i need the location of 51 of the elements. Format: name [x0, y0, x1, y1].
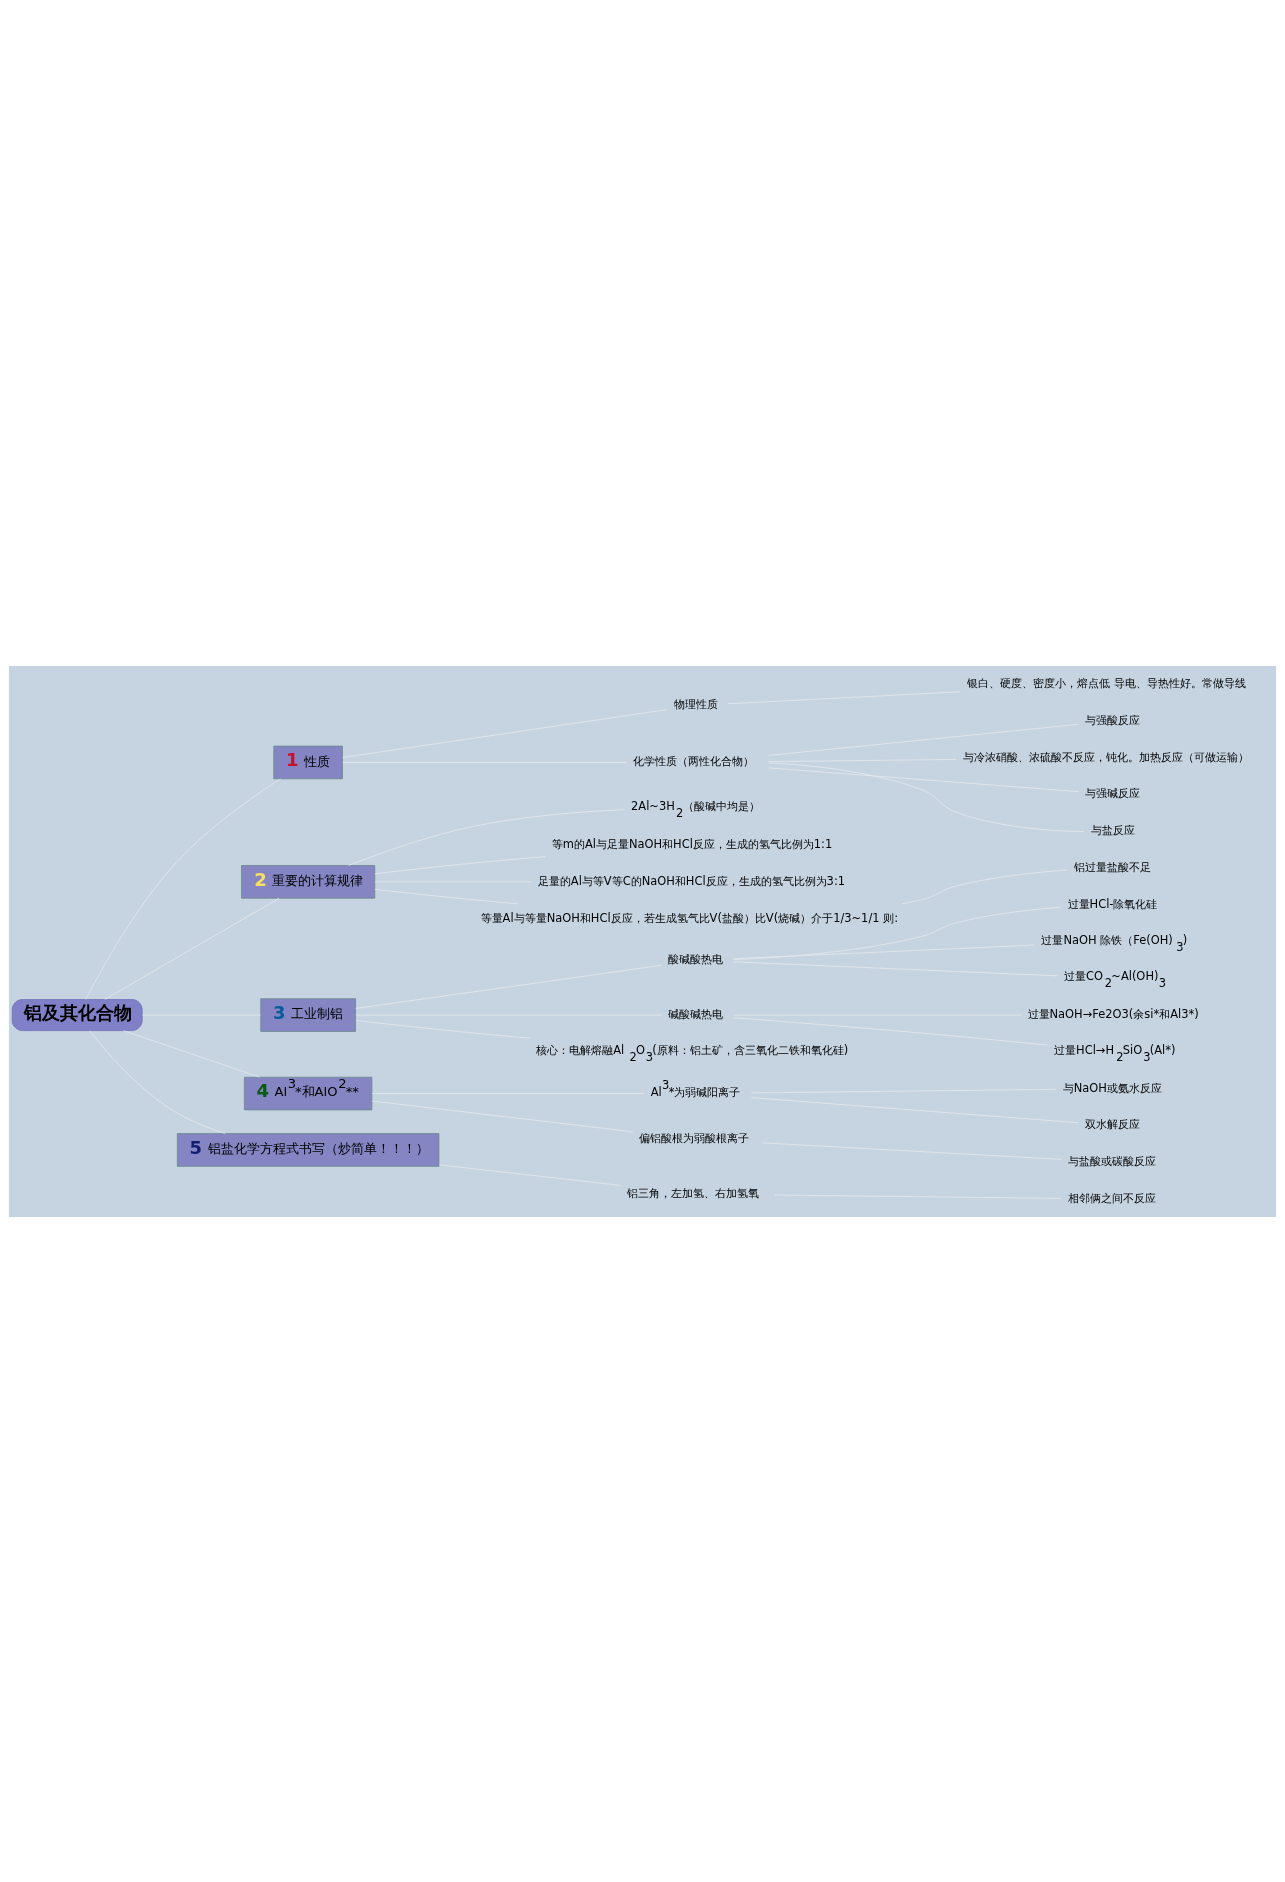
connector: [374, 855, 546, 874]
node-text: 物理性质: [673, 696, 718, 711]
connector: [733, 906, 1062, 960]
connector: [374, 888, 519, 904]
node-text: 碱酸碱热电: [668, 1006, 724, 1021]
node-text: 与冷浓硝酸、浓硫酸不反应，钝化。加热反应（可做运输）: [962, 749, 1249, 764]
connector: [733, 944, 1035, 959]
connector: [768, 723, 1080, 756]
connector: [750, 1096, 1080, 1123]
node-text: 与NaOH或氨水反应: [1062, 1080, 1162, 1095]
connector: [85, 777, 281, 1000]
connector: [768, 766, 1080, 792]
node-text: 过量NaOH→Fe2O3(余si*和Al3*): [1027, 1006, 1199, 1021]
node-text: 与盐酸或碳酸反应: [1067, 1153, 1156, 1168]
connector: [774, 1194, 1062, 1199]
connector: [901, 869, 1068, 904]
connector: [355, 964, 663, 1009]
node-text: 足量的Al与等V等C的NaOH和HCl反应，生成的氢气比例为3:1: [537, 873, 846, 888]
connector: [342, 708, 668, 758]
node-box: 5 铝盐化学方程式书写（炒简单！！！）: [176, 1132, 440, 1167]
node-text: 相邻俩之间不反应: [1067, 1190, 1156, 1205]
node-text: 银白、硬度、密度小，熔点低 导电、导热性好。常做导线: [967, 675, 1246, 690]
node-box: 铝及其化合物: [11, 998, 143, 1031]
connector: [89, 1029, 226, 1134]
node-text: 双水解反应: [1085, 1116, 1141, 1131]
connector: [768, 761, 1085, 832]
node-text: 与强酸反应: [1085, 712, 1141, 727]
node-text: 酸碱酸热电: [668, 951, 724, 966]
connector: [727, 690, 961, 704]
connector: [733, 960, 1058, 976]
node-text: 与盐反应: [1090, 822, 1135, 837]
node-text: 铝三角，左加氢、右加氢氧: [627, 1185, 760, 1200]
node-box: 1 性质: [273, 745, 343, 779]
connector: [123, 1029, 260, 1078]
node-text: 铝过量盐酸不足: [1073, 859, 1151, 874]
connector: [750, 1088, 1057, 1093]
connector: [104, 897, 280, 1000]
connector: [355, 1019, 530, 1039]
connector: [371, 1100, 634, 1132]
node-text: 与强碱反应: [1085, 785, 1141, 800]
node-text: 化学性质（两性化合物）: [633, 753, 755, 768]
node-text: 过量HCl-除氧化硅: [1067, 896, 1158, 911]
node-text: 等m的Al与足量NaOH和HCl反应，生成的氢气比例为1:1: [551, 836, 833, 851]
node-box: 3 工业制铝: [260, 997, 356, 1032]
connector: [762, 1141, 1062, 1160]
node-box: 2 重要的计算规律: [241, 864, 376, 899]
connector: [733, 1016, 1048, 1045]
connector: [438, 1163, 622, 1186]
node-text: 偏铝酸根为弱酸根离子: [639, 1130, 750, 1145]
node-text: 等量Al与等量NaOH和HCl反应，若生成氢气比V(盐酸）比V(烧碱）介于1/3~1/1 则:: [480, 910, 899, 925]
connector: [348, 808, 625, 866]
